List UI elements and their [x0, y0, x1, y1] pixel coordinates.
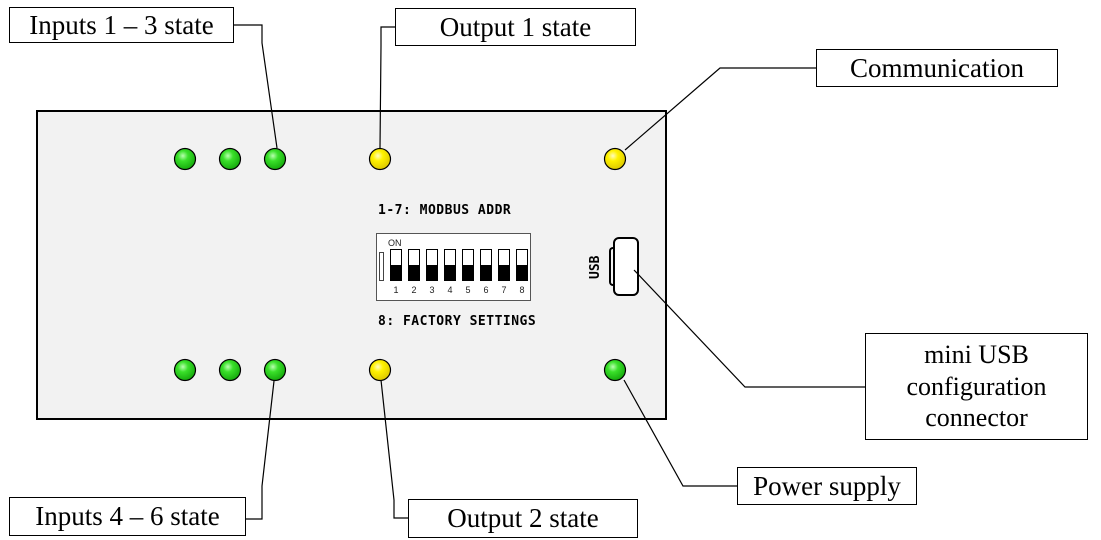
dip-switch-6[interactable]	[480, 249, 492, 281]
dip-switch-2[interactable]	[408, 249, 420, 281]
dip-switch-3[interactable]	[426, 249, 438, 281]
dip-number-1: 1	[393, 285, 399, 295]
dip-switch-block: ON 1 2 3 4 5 6 7 8	[376, 233, 531, 301]
callout-mini-usb-line-3: connector	[925, 403, 1028, 433]
mini-usb-port[interactable]	[609, 237, 639, 296]
dip-number-8: 8	[519, 285, 525, 295]
callout-output-1: Output 1 state	[395, 8, 636, 46]
factory-settings-label: 8: FACTORY SETTINGS	[378, 314, 537, 329]
dip-number-3: 3	[429, 285, 435, 295]
dip-number-4: 4	[447, 285, 453, 295]
device-board	[36, 110, 667, 420]
dip-number-6: 6	[483, 285, 489, 295]
callout-inputs-4-6: Inputs 4 – 6 state	[9, 497, 246, 536]
leader-mini-usb	[633, 269, 865, 388]
callout-communication: Communication	[816, 49, 1058, 87]
dip-switch-5[interactable]	[462, 249, 474, 281]
callout-mini-usb: mini USB configuration connector	[865, 333, 1088, 440]
dip-number-2: 2	[411, 285, 417, 295]
dip-side-stub	[379, 252, 384, 281]
usb-label: USB	[588, 255, 603, 279]
callout-mini-usb-line-1: mini USB	[924, 339, 1029, 369]
callout-output-2: Output 2 state	[408, 499, 638, 538]
dip-switch-7[interactable]	[498, 249, 510, 281]
dip-switch-1[interactable]	[390, 249, 402, 281]
dip-switch-8[interactable]	[516, 249, 528, 281]
modbus-address-label: 1-7: MODBUS ADDR	[378, 203, 512, 218]
callout-mini-usb-line-2: configuration	[906, 371, 1047, 401]
dip-number-7: 7	[501, 285, 507, 295]
dip-switch-4[interactable]	[444, 249, 456, 281]
dip-number-5: 5	[465, 285, 471, 295]
callout-power-supply: Power supply	[737, 467, 917, 505]
callout-inputs-1-3: Inputs 1 – 3 state	[9, 7, 234, 43]
dip-on-label: ON	[388, 238, 402, 248]
